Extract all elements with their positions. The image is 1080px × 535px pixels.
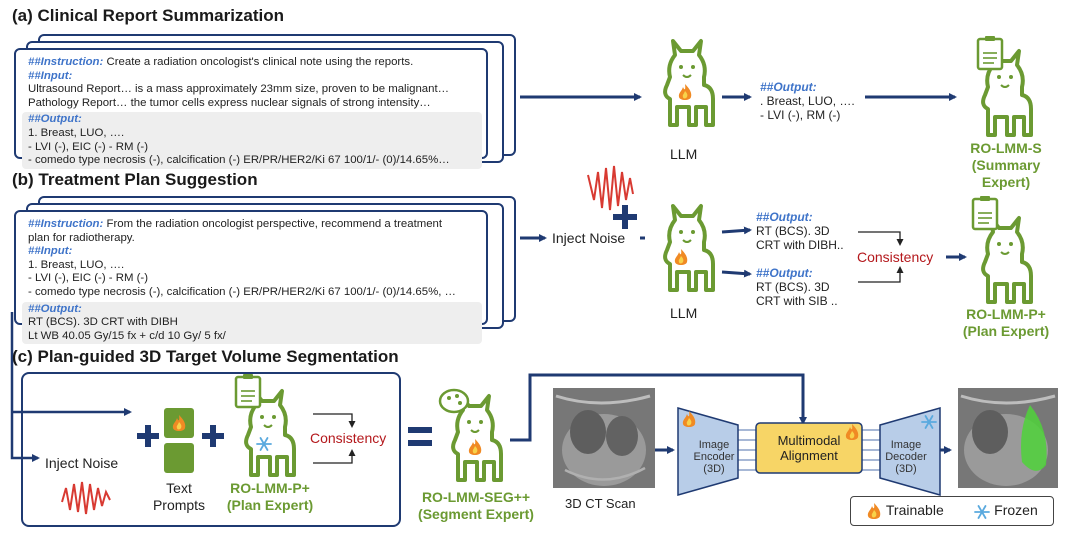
summary-output-text: ##Output: . Breast, LUO, …. - LVI (-), R…: [760, 80, 855, 122]
segment-expert-label: RO-LMM-SEG++ (Segment Expert): [418, 489, 534, 522]
summary-expert-llama: [976, 34, 1033, 137]
legend: Trainable Frozen: [850, 496, 1054, 526]
arrow-c-seg-to-alignment: [510, 373, 807, 442]
plan-expert-llama-b: [971, 194, 1033, 304]
ct-scan-label: 3D CT Scan: [565, 496, 636, 511]
multimodal-alignment-block: [755, 422, 863, 474]
plan-expert-label-b: RO-LMM-P+ (Plan Expert): [962, 306, 1050, 339]
plan-expert-llama-c: [234, 372, 296, 477]
text-prompt-tile: [164, 443, 194, 473]
noise-wave-b: [587, 165, 634, 211]
plan-expert-label-c: RO-LMM-P+ (Plan Expert): [226, 480, 314, 513]
segment-expert-llama: [438, 388, 503, 482]
consistency-label-b: Consistency: [857, 249, 934, 265]
section-c-title: (c) Plan-guided 3D Target Volume Segment…: [12, 347, 399, 366]
plan-output-1: ##Output: RT (BCS). 3D CRT with DIBH..: [756, 210, 844, 252]
legend-trainable: Trainable: [885, 501, 944, 518]
llm-label-b: LLM: [670, 305, 698, 321]
section-c-frame: [21, 372, 401, 527]
plan-output-2: ##Output: RT (BCS). 3D CRT with SIB ..: [756, 266, 838, 308]
image-decoder-block: [879, 407, 941, 496]
summary-expert-label: RO-LMM-S (Summary Expert): [970, 140, 1042, 190]
arrow-b-llm-top: [721, 226, 752, 235]
legend-frozen: Frozen: [994, 502, 1038, 519]
noise-wave-c: [61, 481, 111, 515]
llm-llama-a: [663, 39, 715, 127]
consistency-label-c: Consistency: [310, 430, 387, 446]
llm-label-a: LLM: [670, 146, 698, 162]
segmented-output-image: [958, 388, 1058, 488]
inject-noise-label-c: Inject Noise: [45, 455, 119, 471]
section-b-prompt-card: ##Instruction: From the radiation oncolo…: [14, 210, 488, 345]
flame-icon: [868, 503, 881, 520]
inject-noise-label-b: Inject Noise: [552, 230, 626, 246]
section-a-title: (a) Clinical Report Summarization: [12, 6, 285, 25]
snowflake-icon: [974, 504, 991, 519]
arrow-b-llm-bottom: [721, 269, 752, 278]
image-encoder-block: [677, 407, 739, 496]
ct-scan-image: [553, 388, 655, 488]
section-b-title: (b) Treatment Plan Suggestion: [12, 170, 258, 189]
section-a-prompt-card: ##Instruction: Create a radiation oncolo…: [14, 48, 488, 169]
arrow-c-noise-feed: [10, 312, 40, 462]
llm-llama-b: [663, 204, 715, 292]
text-prompts-label: Text Prompts: [152, 480, 206, 513]
